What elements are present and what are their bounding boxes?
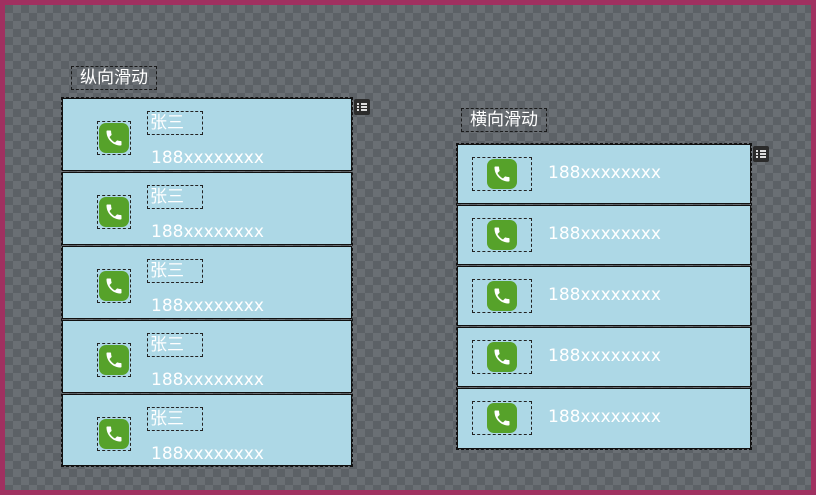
contact-name: 张三 <box>147 407 203 431</box>
contact-phone: 188xxxxxxxx <box>548 224 661 244</box>
horizontal-section-title: 横向滑动 <box>461 108 547 132</box>
list-item[interactable]: 张三 188xxxxxxxx <box>62 246 352 319</box>
icon-frame <box>472 401 532 435</box>
phone-icon <box>99 271 129 301</box>
list-item[interactable]: 张三 188xxxxxxxx <box>62 394 352 466</box>
icon-frame <box>97 343 131 377</box>
contact-phone: 188xxxxxxxx <box>151 148 264 168</box>
phone-icon <box>487 403 517 433</box>
phone-icon <box>487 281 517 311</box>
list-item[interactable]: 188xxxxxxxx <box>457 205 751 265</box>
phone-icon <box>99 345 129 375</box>
contact-name: 张三 <box>147 111 203 135</box>
vertical-section-title: 纵向滑动 <box>71 66 157 90</box>
list-item[interactable]: 188xxxxxxxx <box>457 266 751 326</box>
icon-frame <box>472 157 532 191</box>
list-menu-icon[interactable] <box>753 146 769 162</box>
contact-phone: 188xxxxxxxx <box>548 163 661 183</box>
phone-icon <box>99 123 129 153</box>
phone-icon <box>487 159 517 189</box>
icon-frame <box>472 279 532 313</box>
contact-name: 张三 <box>147 333 203 357</box>
contact-name: 张三 <box>147 185 203 209</box>
icon-frame <box>97 121 131 155</box>
contact-phone: 188xxxxxxxx <box>151 222 264 242</box>
contact-phone: 188xxxxxxxx <box>151 296 264 316</box>
contact-phone: 188xxxxxxxx <box>151 370 264 390</box>
horizontal-list[interactable]: 188xxxxxxxx 188xxxxxxxx 188xxxxxxxx <box>456 143 752 450</box>
icon-frame <box>472 340 532 374</box>
phone-icon <box>99 419 129 449</box>
list-item[interactable]: 张三 188xxxxxxxx <box>62 320 352 393</box>
icon-frame <box>97 269 131 303</box>
list-item[interactable]: 188xxxxxxxx <box>457 388 751 449</box>
icon-frame <box>97 195 131 229</box>
contact-phone: 188xxxxxxxx <box>548 346 661 366</box>
contact-phone: 188xxxxxxxx <box>548 285 661 305</box>
phone-icon <box>487 342 517 372</box>
list-item[interactable]: 张三 188xxxxxxxx <box>62 172 352 245</box>
list-item[interactable]: 188xxxxxxxx <box>457 327 751 387</box>
list-menu-icon[interactable] <box>354 99 370 115</box>
contact-phone: 188xxxxxxxx <box>151 444 264 464</box>
icon-frame <box>472 218 532 252</box>
icon-frame <box>97 417 131 451</box>
contact-phone: 188xxxxxxxx <box>548 407 661 427</box>
phone-icon <box>487 220 517 250</box>
phone-icon <box>99 197 129 227</box>
contact-name: 张三 <box>147 259 203 283</box>
list-item[interactable]: 张三 188xxxxxxxx <box>62 98 352 171</box>
vertical-list[interactable]: 张三 188xxxxxxxx 张三 188xxxxxxxx 张三 188xxxx… <box>61 97 353 467</box>
list-item[interactable]: 188xxxxxxxx <box>457 144 751 204</box>
